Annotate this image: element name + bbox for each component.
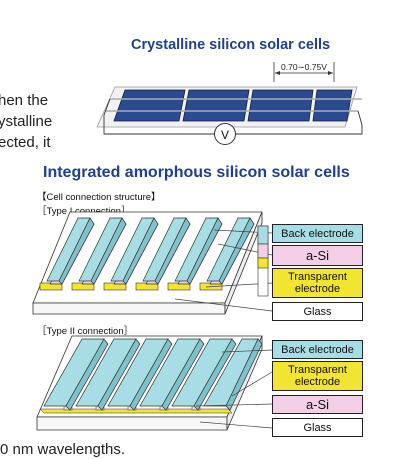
type2-legend-glass: Glass: [272, 418, 363, 437]
body-text-line-3: ected, it: [0, 134, 51, 151]
type1-label: ［Type I connection］: [37, 206, 131, 217]
type1-legend-glass: Glass: [272, 302, 363, 321]
type2-legend-back-electrode: Back electrode: [272, 340, 363, 359]
crystalline-cells: [113, 89, 353, 122]
voltage-label: 0.70∼0.75V: [281, 62, 327, 72]
body-text-line-1: hen the: [0, 92, 49, 109]
voltmeter-icon: [214, 123, 236, 145]
type1-legend-back-electrode: Back electrode: [272, 224, 363, 243]
amorphous-title: Integrated amorphous silicon solar cells: [43, 164, 350, 181]
cell-connection-structure-label: 【Cell connection structure】: [37, 192, 161, 203]
type1-legend-transparent-electrode: Transparent electrode: [272, 268, 363, 298]
type2-legend-a-si: a-Si: [272, 395, 363, 414]
type2-label: ［Type II connection］: [37, 326, 134, 337]
body-text-bottom: 0 nm wavelengths.: [0, 441, 126, 458]
type2-legend-transparent-electrode: Transparent electrode: [272, 361, 363, 391]
crystalline-title: Crystalline silicon solar cells: [131, 37, 331, 53]
body-text-line-2: ystalline: [0, 113, 53, 130]
voltmeter-label: V: [221, 128, 229, 142]
type1-legend-a-si: a-Si: [272, 245, 363, 266]
